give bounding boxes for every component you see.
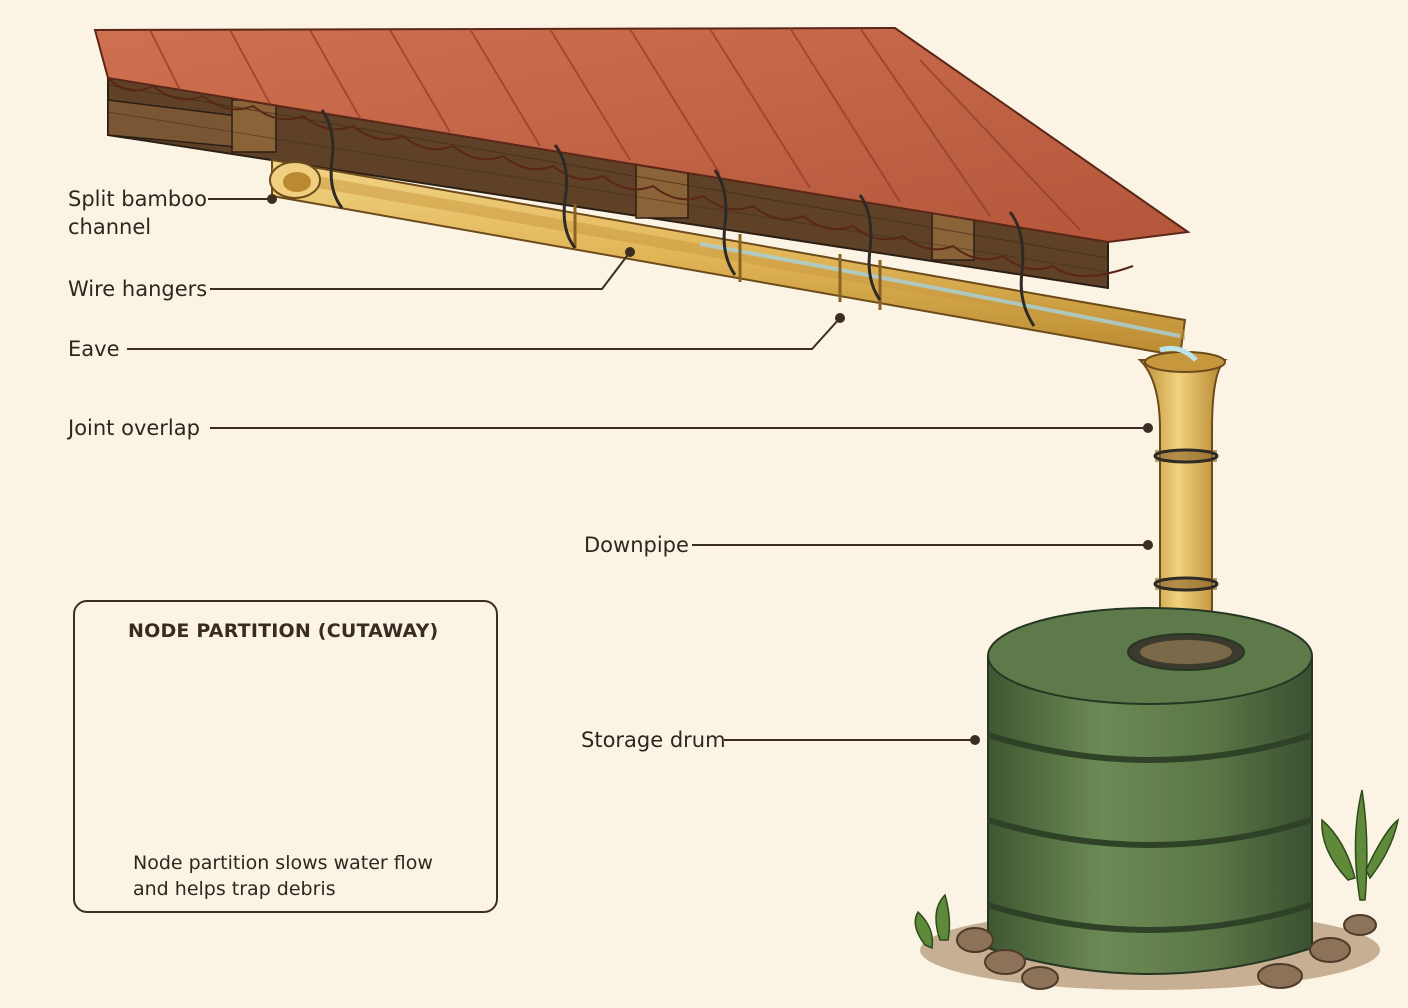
- inset-caption-line1: Node partition slows water flow: [133, 852, 433, 874]
- leader-dot-downpipe: [1143, 540, 1153, 550]
- wire-hangers: [320, 109, 1036, 327]
- label-joint-overlap: Joint overlap: [68, 416, 200, 440]
- split-bamboo-channel: [269, 158, 1187, 358]
- leader-dot-joint-overlap: [1143, 423, 1153, 433]
- label-split-bamboo-channel: Split bamboo channel: [68, 185, 207, 241]
- downpipe: [1137, 345, 1228, 649]
- label-wire-hangers: Wire hangers: [68, 277, 208, 301]
- plant: [914, 789, 1400, 950]
- leader-dot-wire-hangers: [625, 247, 635, 257]
- corrugated-roof: [93, 26, 1191, 277]
- label-split-bamboo-channel-line1: Split bamboo: [68, 187, 207, 211]
- inset-title: NODE PARTITION (CUTAWAY): [128, 620, 439, 642]
- leader-dot-storage-drum: [970, 735, 980, 745]
- leader-dots: [267, 194, 1153, 745]
- leader-wire-hangers: [210, 251, 631, 290]
- storage-drum: [920, 607, 1380, 990]
- label-eave: Eave: [68, 337, 120, 361]
- inset-panel: [73, 600, 498, 913]
- inset-caption: Node partition slows water flow and help…: [133, 850, 433, 902]
- label-storage-drum: Storage drum: [581, 728, 726, 752]
- leader-eave: [127, 317, 841, 350]
- label-downpipe: Downpipe: [584, 533, 689, 557]
- leader-dot-eave: [835, 313, 845, 323]
- leader-lines: [127, 198, 1148, 741]
- inset-caption-line2: and helps trap debris: [133, 878, 336, 900]
- leader-dot-split-bamboo-channel: [267, 194, 277, 204]
- label-split-bamboo-channel-line2: channel: [68, 215, 152, 239]
